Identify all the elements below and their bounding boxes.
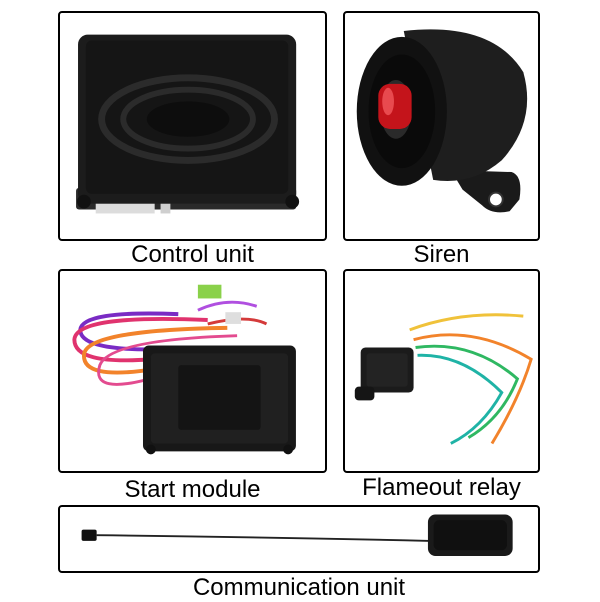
flameout-relay-panel [343, 269, 540, 473]
siren-panel [343, 11, 540, 241]
communication-unit-image [81, 514, 513, 556]
siren-caption: Siren [413, 241, 470, 268]
start-module-panel [58, 269, 327, 473]
start-module-caption: Start module [124, 476, 261, 503]
control-unit-image [76, 34, 300, 214]
communication-unit-caption: Communication unit [192, 574, 406, 601]
control-unit-caption: Control unit [131, 241, 254, 268]
flameout-relay-image [354, 313, 533, 445]
control-unit-panel [58, 11, 327, 241]
communication-unit-panel [58, 505, 540, 573]
start-module-image [72, 284, 296, 455]
siren-image [356, 29, 528, 213]
flameout-relay-caption: Flameout relay [362, 474, 521, 501]
